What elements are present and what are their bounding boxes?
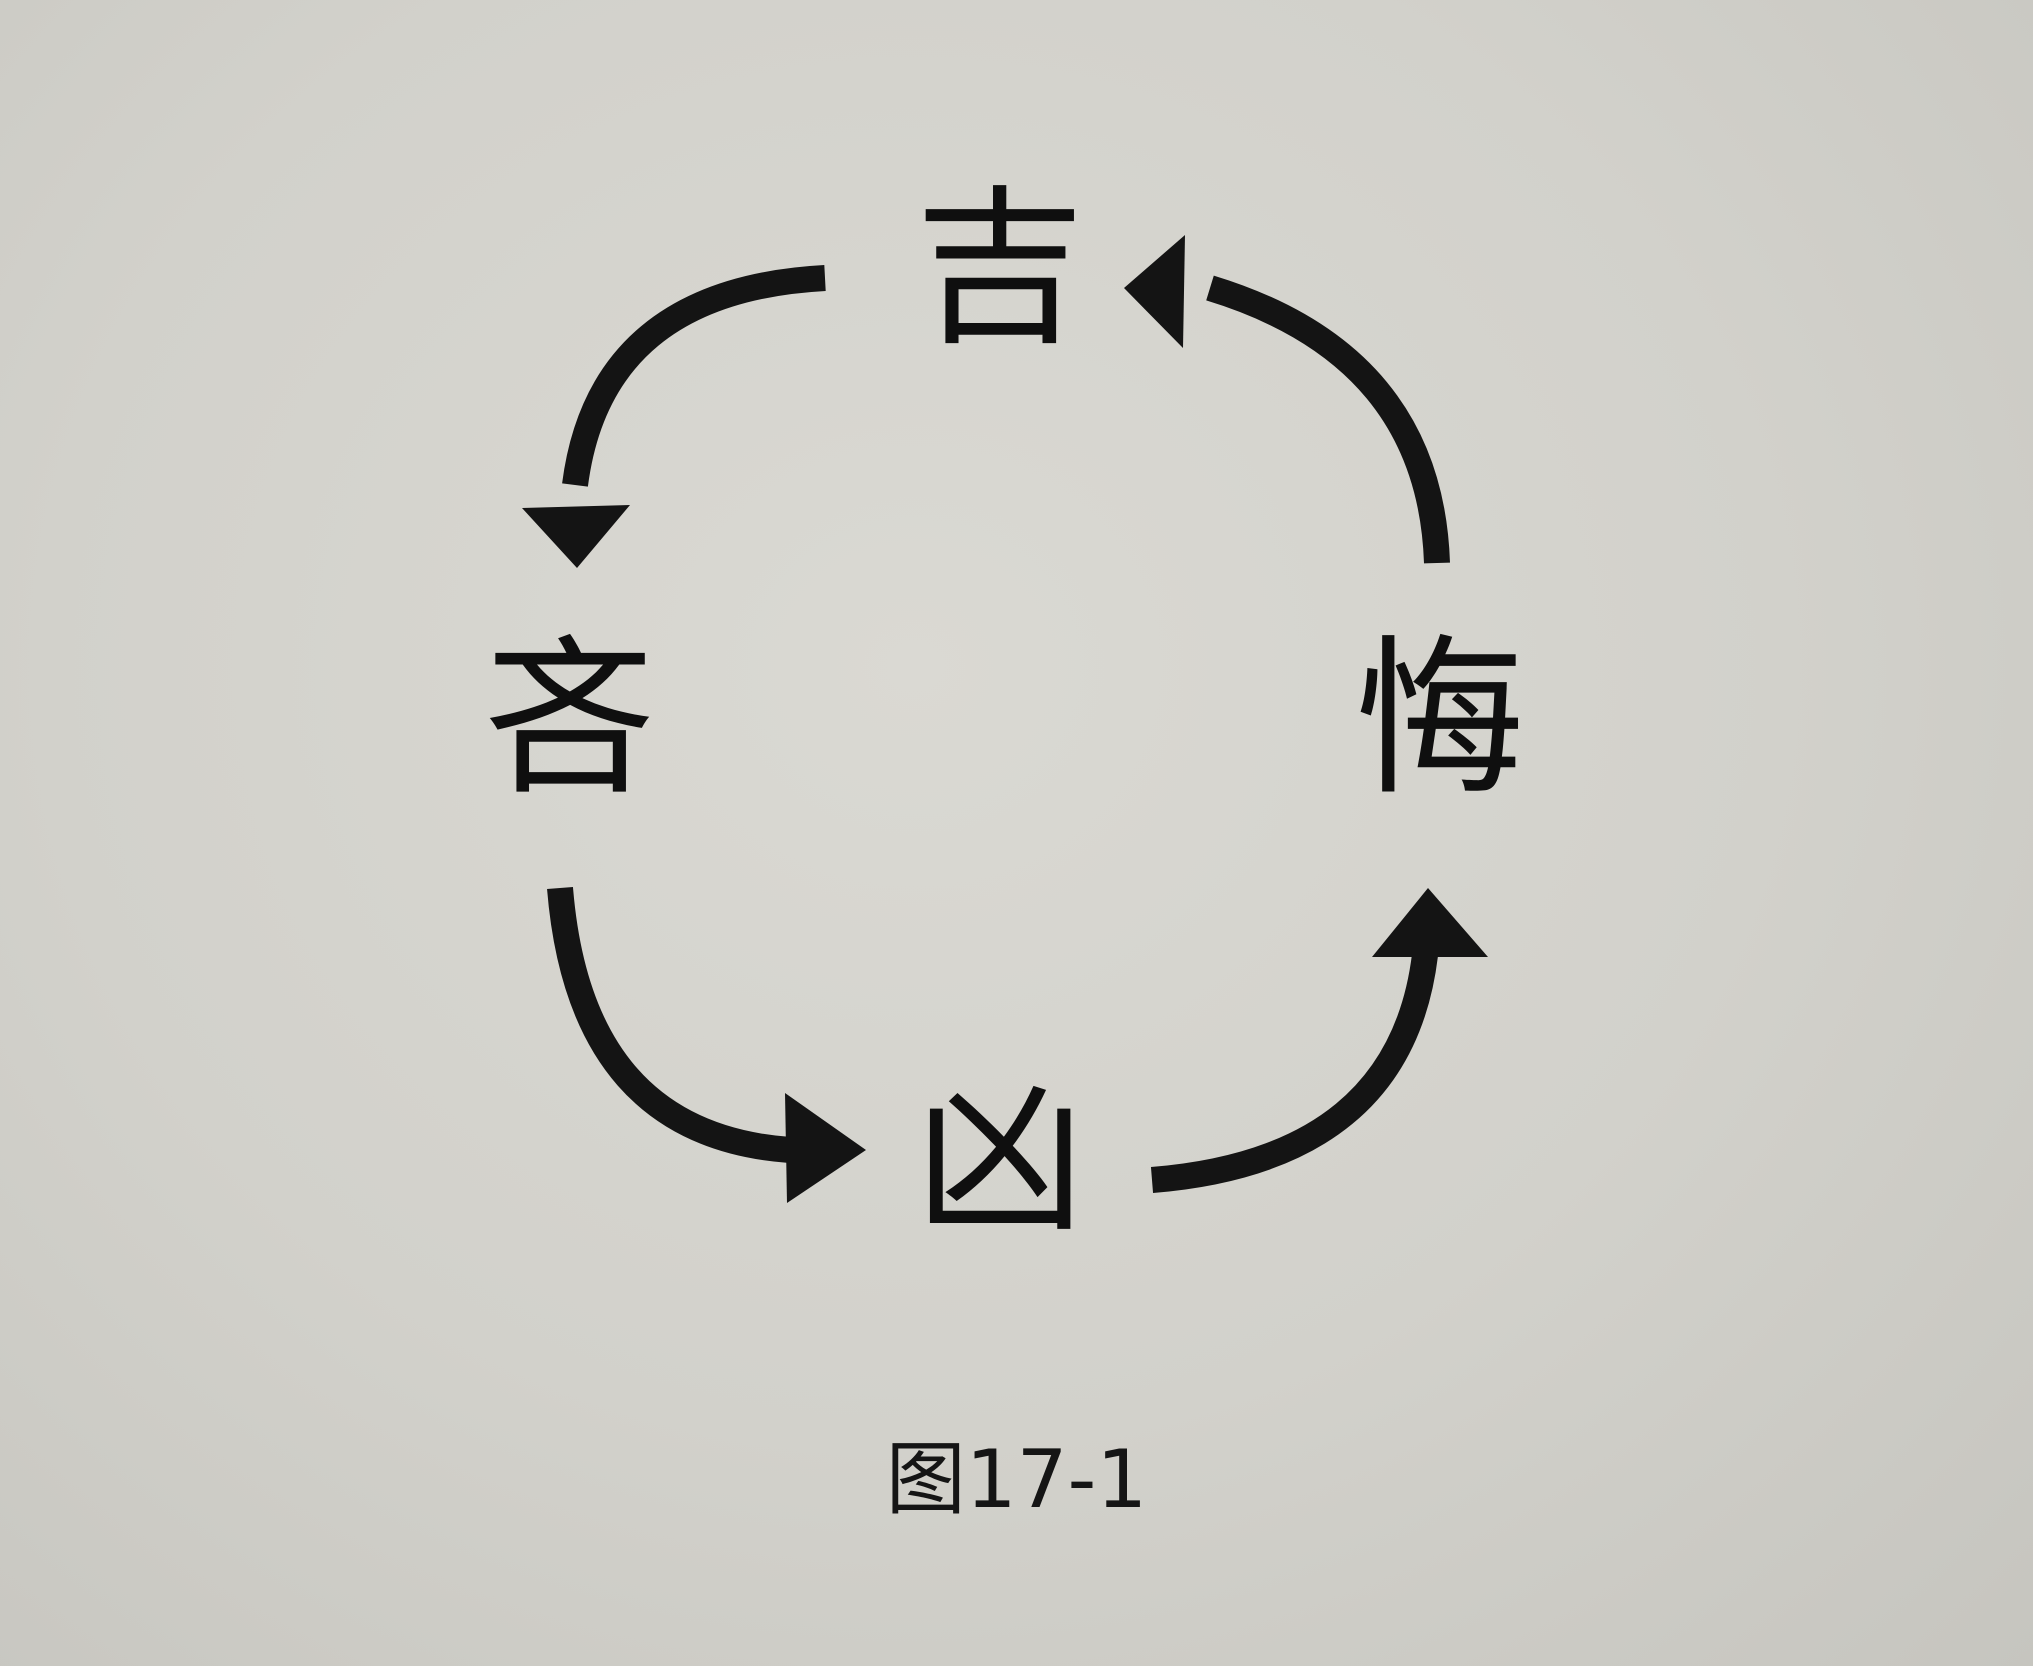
arrow-lin-to-xiong-shaft	[547, 886, 791, 1163]
arrow-ji-to-lin-head	[522, 505, 630, 568]
arrow-hui-to-ji-head	[1124, 235, 1185, 348]
node-lin: 吝	[484, 621, 655, 819]
arrow-xiong-to-hui-shaft	[1150, 953, 1438, 1193]
node-hui: 悔	[1354, 621, 1525, 819]
arrow-ji-to-lin-shaft	[562, 265, 826, 487]
arrow-hui-to-ji-shaft	[1206, 275, 1450, 564]
node-xiong: 凶	[914, 1061, 1085, 1259]
arrow-xiong-to-hui-head	[1372, 888, 1488, 957]
figure-caption: 图17-1	[885, 1433, 1148, 1526]
node-ji: 吉	[914, 171, 1085, 369]
arrow-lin-to-xiong-head	[785, 1093, 866, 1203]
